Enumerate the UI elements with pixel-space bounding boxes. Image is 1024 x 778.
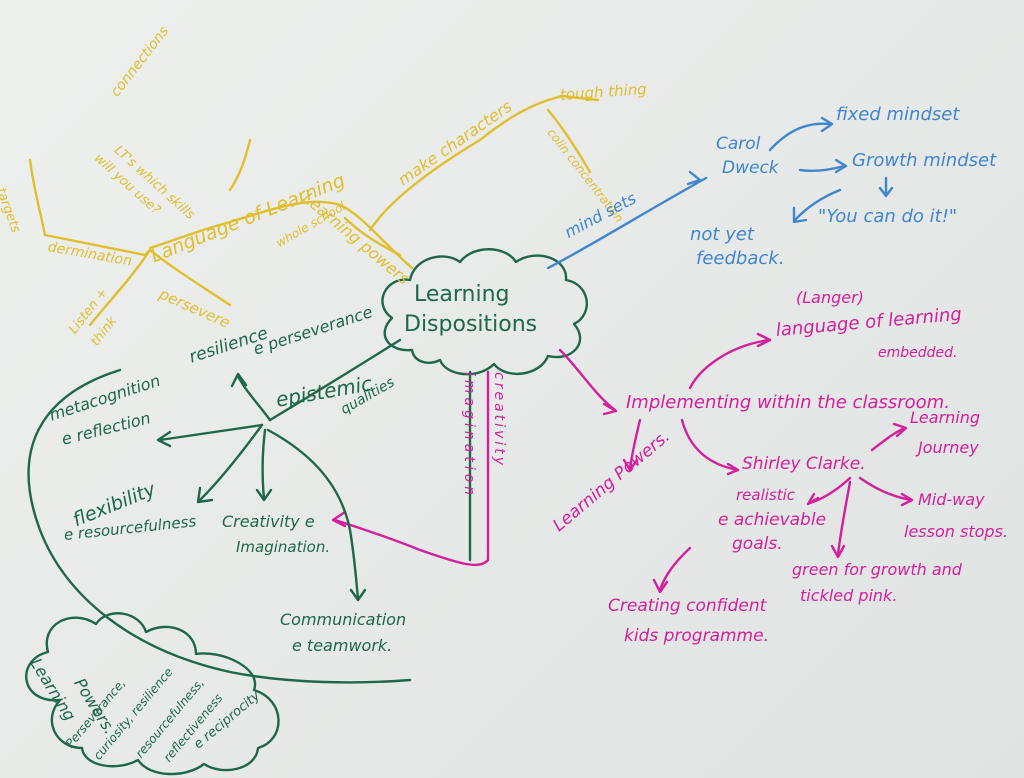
learning-powers-cloud-outline: [25, 612, 280, 776]
magenta-green-growth-2: tickled pink.: [800, 586, 898, 605]
blue-dweck: Dweck: [722, 158, 779, 178]
magenta-creating-2: kids programme.: [624, 626, 769, 646]
green-teamwork: e teamwork.: [292, 636, 393, 655]
blue-growth-mindset: Growth mindset: [852, 150, 997, 171]
green-creativity: Creativity e: [222, 512, 315, 531]
blue-not-yet: not yet: [690, 224, 754, 245]
green-communication: Communication: [280, 610, 407, 629]
center-cloud-outline: [381, 248, 588, 376]
magenta-creating-1: Creating confident: [608, 596, 767, 616]
center-title-line1: Learning: [414, 282, 510, 307]
magenta-shirley-clarke: Shirley Clarke.: [742, 454, 866, 474]
center-title-line2: Dispositions: [404, 312, 538, 337]
magenta-embedded: embedded.: [878, 345, 958, 361]
magenta-learning-journey-1: Learning: [910, 408, 981, 427]
magenta-midway-1: Mid-way: [918, 490, 985, 509]
blue-fixed-mindset: fixed mindset: [836, 104, 960, 125]
stem-imagination: imagination: [461, 372, 477, 500]
magenta-implementing: Implementing within the classroom.: [626, 392, 950, 413]
magenta-realistic-1: realistic: [736, 486, 796, 504]
magenta-realistic-3: goals.: [732, 534, 783, 554]
stem-creativity: creativity: [491, 372, 507, 468]
blue-feedback: feedback.: [696, 248, 785, 269]
magenta-realistic-2: e achievable: [718, 510, 827, 530]
magenta-learning-journey-2: Journey: [918, 438, 979, 457]
magenta-midway-2: lesson stops.: [904, 522, 1008, 541]
magenta-green-growth-1: green for growth and: [792, 560, 962, 579]
green-imagination: Imagination.: [236, 538, 331, 556]
magenta-langer: (Langer): [796, 288, 864, 307]
blue-carol: Carol: [716, 134, 761, 154]
blue-you-can-do-it: "You can do it!": [818, 206, 958, 227]
